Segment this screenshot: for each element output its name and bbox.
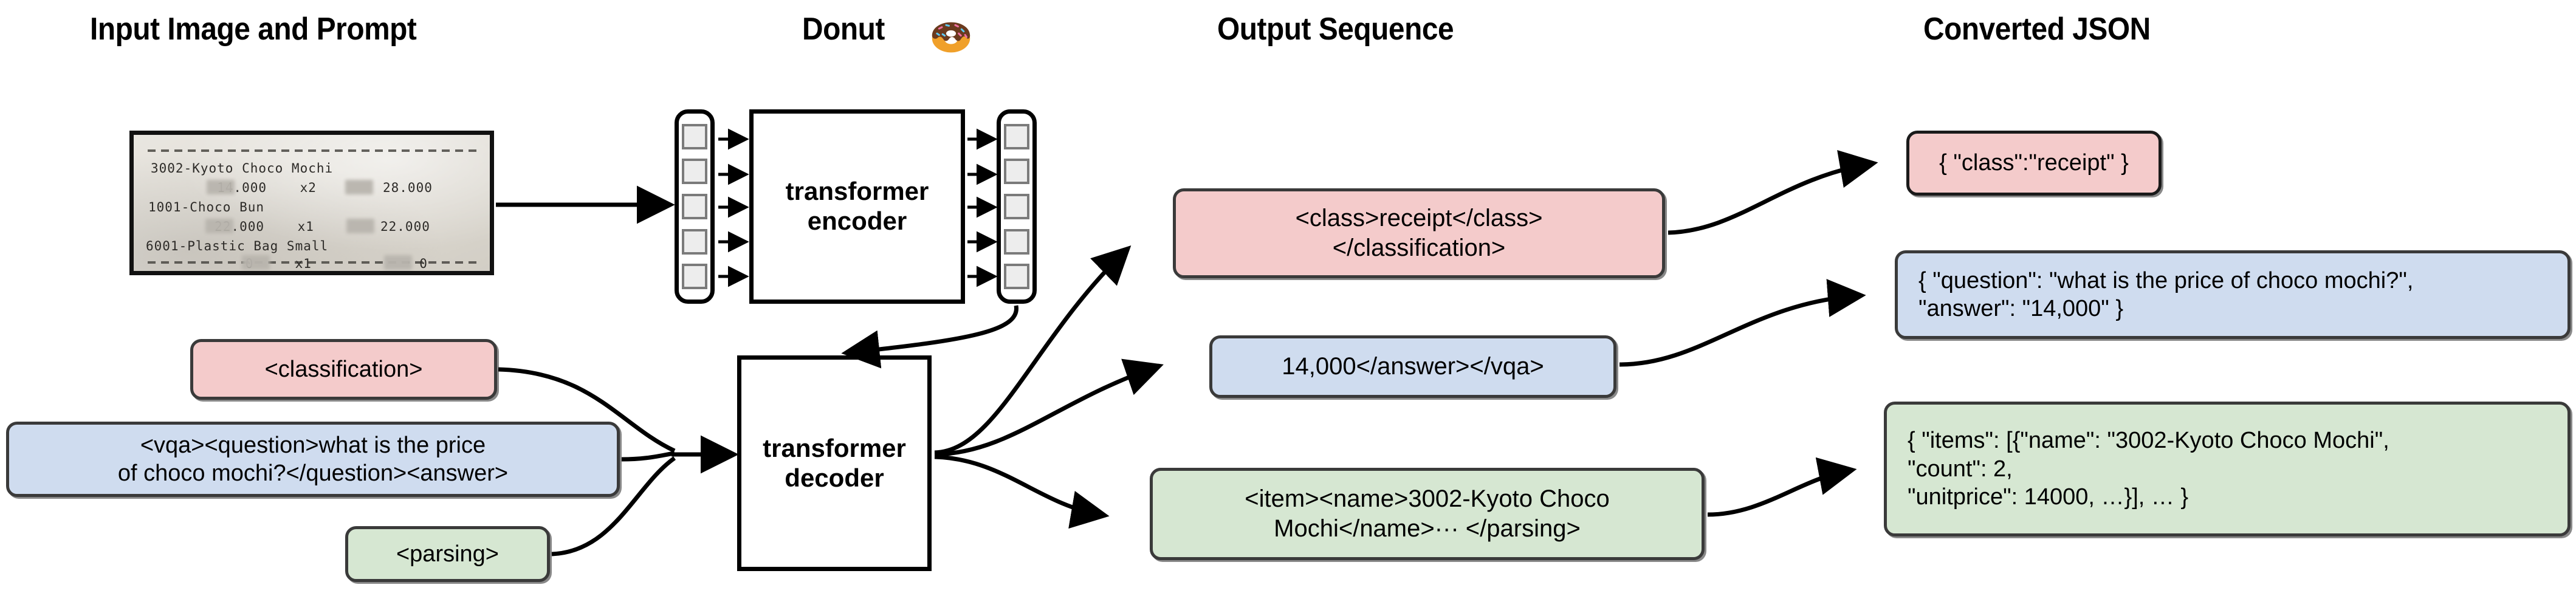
- arrow-output-to-json-vqa: [1619, 279, 1866, 367]
- encoded-token: [1004, 193, 1029, 219]
- encoder-input-token-column: [675, 109, 715, 304]
- arrows-tokens-to-encoder: [718, 128, 749, 287]
- prompt-box-classification[interactable]: <classification>: [190, 339, 497, 400]
- patch-token: [682, 193, 707, 219]
- encoded-token: [1004, 159, 1029, 185]
- arrow-decoder-to-output-parsing: [934, 454, 1110, 529]
- patch-token: [682, 123, 707, 149]
- patch-token: [682, 264, 707, 290]
- header-donut: Donut: [802, 12, 885, 47]
- receipt-photo: 3002-Kyoto Choco Mochi 14.000 x2 28.000 …: [129, 131, 494, 275]
- arrow-output-to-json-parsing: [1707, 457, 1857, 517]
- receipt-dash-top: [148, 149, 479, 152]
- transformer-decoder-box[interactable]: transformer decoder: [737, 355, 932, 571]
- arrow-output-to-json-classification: [1668, 150, 1878, 235]
- receipt-line-5: 6001-Plastic Bag Small: [146, 239, 329, 253]
- receipt-redaction-2: [205, 219, 233, 233]
- output-box-classification[interactable]: <class>receipt</class> </classification>: [1173, 188, 1665, 278]
- output-box-parsing[interactable]: <item><name>3002-Kyoto Choco Mochi</name…: [1150, 468, 1705, 560]
- receipt-line-2: 14.000 x2 28.000: [151, 180, 433, 195]
- receipt-redaction-1: [207, 180, 235, 194]
- json-box-parsing[interactable]: { "items": [{"name": "3002-Kyoto Choco M…: [1884, 402, 2571, 536]
- receipt-line-4: 22.000 x1 22.000: [148, 219, 430, 234]
- patch-token: [682, 228, 707, 255]
- encoded-token: [1004, 228, 1029, 255]
- patch-token: [682, 159, 707, 185]
- encoded-token: [1004, 264, 1029, 290]
- output-box-vqa[interactable]: 14,000</answer></vqa>: [1209, 335, 1616, 398]
- receipt-line-3: 1001-Choco Bun: [148, 200, 265, 214]
- receipt-redaction-3: [242, 255, 270, 270]
- receipt-redaction-6: [384, 255, 412, 270]
- arrow-decoder-to-output-vqa: [934, 358, 1164, 457]
- transformer-encoder-box[interactable]: transformer encoder: [749, 109, 965, 304]
- receipt-redaction-4: [345, 180, 373, 194]
- json-box-classification[interactable]: { "class":"receipt" }: [1906, 131, 2162, 196]
- json-box-vqa[interactable]: { "question": "what is the price of choc…: [1895, 250, 2571, 339]
- encoded-token: [1004, 123, 1029, 149]
- donut-emoji-icon: [929, 10, 974, 55]
- arrows-encoder-to-tokens: [967, 128, 998, 287]
- header-output-sequence: Output Sequence: [1217, 12, 1454, 47]
- receipt-dash-bottom: [148, 261, 479, 264]
- encoder-output-token-column: [997, 109, 1037, 304]
- prompt-box-vqa[interactable]: <vqa><question>what is the price of choc…: [6, 422, 620, 497]
- prompt-box-parsing[interactable]: <parsing>: [345, 526, 550, 582]
- receipt-line-1: 3002-Kyoto Choco Mochi: [151, 161, 334, 176]
- header-converted-json: Converted JSON: [1923, 12, 2151, 47]
- arrow-vqa-prompt-to-decoder: [621, 451, 675, 462]
- arrow-encoder-memory-to-decoder: [841, 305, 1018, 369]
- receipt-redaction-5: [346, 219, 374, 233]
- header-input-image-and-prompt: Input Image and Prompt: [90, 12, 417, 47]
